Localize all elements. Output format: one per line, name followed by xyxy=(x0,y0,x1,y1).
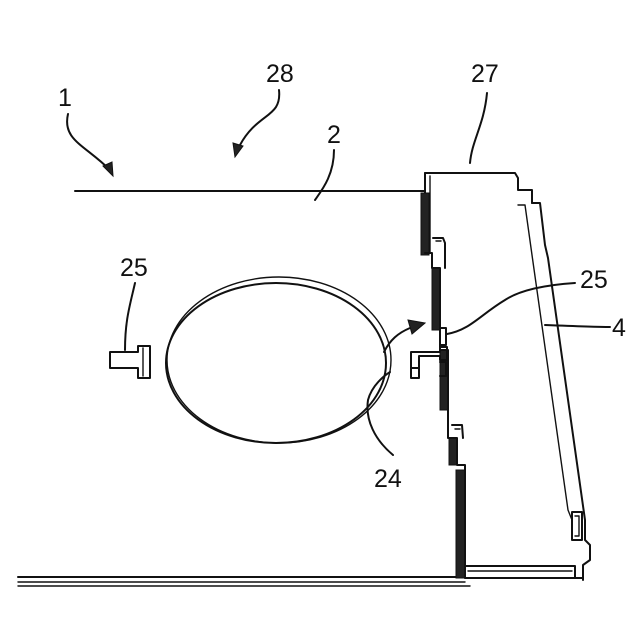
label-ref-4: 4 xyxy=(612,314,626,342)
label-ref-28: 28 xyxy=(266,60,294,88)
elliptical-opening xyxy=(166,277,391,443)
label-ref-27: 27 xyxy=(471,60,499,88)
label-ref-1: 1 xyxy=(58,84,72,112)
label-ref-25-right: 25 xyxy=(580,266,608,294)
label-ref-25-left: 25 xyxy=(120,254,148,282)
base-panel xyxy=(18,191,470,586)
label-ref-2: 2 xyxy=(327,121,341,149)
clip-left xyxy=(110,346,150,378)
label-ref-24: 24 xyxy=(374,465,402,493)
